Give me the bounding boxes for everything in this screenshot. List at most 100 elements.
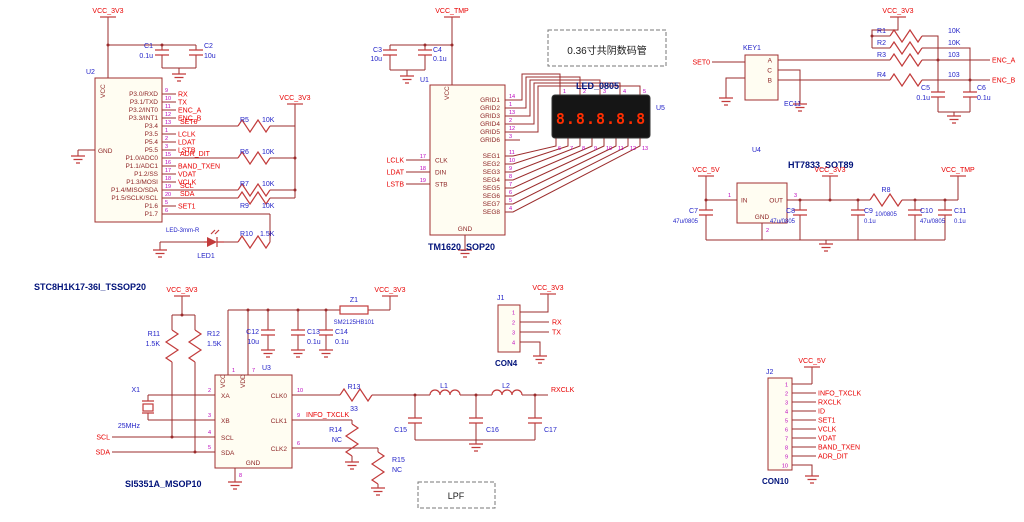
net-label-tx-j1[interactable]: TX: [552, 330, 561, 337]
net-label-tx[interactable]: TX: [178, 100, 187, 107]
lpf-annotation-box: [417, 481, 496, 509]
net-label-set1[interactable]: SET1: [178, 204, 196, 211]
power-flag-vcc3v3-si-b[interactable]: VCC_3V3: [374, 287, 405, 294]
power-flag-vcctmp[interactable]: VCC_TMP: [435, 8, 469, 15]
c12-designator: C12: [246, 329, 259, 336]
r12-value: 1.5K: [207, 341, 222, 348]
net-label-lclk[interactable]: LCLK: [178, 132, 196, 139]
r4-value: 103: [948, 72, 960, 79]
mcu-pin-number: 1: [165, 128, 168, 134]
r8-value: 10/0805: [875, 212, 897, 218]
j1-body[interactable]: [497, 304, 521, 353]
net-label-adr-dit-j2[interactable]: ADR_DIT: [818, 454, 849, 461]
tm1620-pin-number: 1: [509, 102, 512, 108]
net-label-set0-key[interactable]: SET0: [692, 60, 710, 67]
crystal-X1[interactable]: [142, 400, 154, 414]
net-label-sda-si[interactable]: SDA: [96, 450, 111, 457]
net-label-sda[interactable]: SDA: [180, 191, 195, 198]
r12-designator: R12: [207, 331, 220, 338]
net-label-id-j2[interactable]: ID: [818, 409, 825, 416]
net-label-ldat-tm[interactable]: LDAT: [387, 170, 405, 177]
tm1620-pin-number: 7: [509, 182, 512, 188]
net-label-rxclk[interactable]: RXCLK: [551, 387, 575, 394]
power-flag-vcc3v3-pullups[interactable]: VCC_3V3: [279, 95, 310, 102]
net-label-lstb[interactable]: LSTB: [178, 148, 196, 155]
net-label-enc-b[interactable]: ENC_B: [178, 116, 202, 123]
mcu-pin-number: 20: [165, 192, 171, 198]
r11-designator: R11: [148, 331, 160, 338]
encoder-key1-body[interactable]: [744, 54, 779, 101]
regulator-body[interactable]: [736, 182, 788, 224]
power-flag-vcctmp-reg[interactable]: VCC_TMP: [941, 167, 975, 174]
r7-value: 10K: [262, 181, 275, 188]
c6-value: 0.1u: [977, 95, 991, 102]
tm1620-pin-number: 9: [509, 166, 512, 172]
tm1620-pin-number: 3: [509, 134, 512, 140]
display-pin-number: 5: [643, 89, 646, 95]
net-label-enc-b-key[interactable]: ENC_B: [992, 78, 1016, 85]
j2-designator: J2: [766, 369, 774, 376]
power-flag-vcc3v3-key[interactable]: VCC_3V3: [882, 8, 913, 15]
tm1620-pin-number: 13: [509, 110, 515, 116]
c2-designator: C2: [204, 43, 213, 50]
net-label-set0[interactable]: SET0: [180, 119, 198, 126]
net-label-ldat[interactable]: LDAT: [178, 140, 196, 147]
power-flag-vcc5v[interactable]: VCC_5V: [692, 167, 720, 174]
net-label-info-txclk[interactable]: INFO_TXCLK: [306, 412, 350, 419]
net-label-info-txclk-j2[interactable]: INFO_TXCLK: [818, 391, 862, 398]
section-si5351: [112, 295, 548, 509]
net-label-enc-a[interactable]: ENC_A: [178, 108, 202, 115]
net-label-rx[interactable]: RX: [178, 92, 188, 99]
c5-value: 0.1u: [916, 95, 930, 102]
seven-segment-display[interactable]: [551, 94, 651, 139]
r6-designator: R6: [240, 149, 249, 156]
net-label-lclk-tm[interactable]: LCLK: [386, 158, 404, 165]
power-flag-vcc3v3-si-a[interactable]: VCC_3V3: [166, 287, 197, 294]
net-label-lstb-tm[interactable]: LSTB: [386, 182, 404, 189]
mcu-body[interactable]: [94, 77, 163, 223]
mcu-pin-name: P1.5/SCLK/SCL: [111, 195, 158, 202]
r15-value: NC: [392, 467, 402, 474]
section-encoder: [712, 16, 990, 124]
ferrite-bead-Z1[interactable]: [339, 305, 369, 315]
net-label-vclk-j2[interactable]: VCLK: [818, 427, 837, 434]
j1-pin-number: 3: [512, 331, 515, 337]
tm1620-body[interactable]: [429, 84, 506, 236]
mcu-pin-number: 18: [165, 176, 171, 182]
j2-pin-number: 2: [785, 392, 788, 398]
j2-body[interactable]: [767, 377, 793, 471]
net-label-rxclk-j2[interactable]: RXCLK: [818, 400, 842, 407]
power-flag-vcc3v3-j1[interactable]: VCC_3V3: [532, 285, 563, 292]
net-label-scl-si[interactable]: SCL: [96, 435, 110, 442]
j1-part-name: CON4: [495, 359, 518, 368]
power-flag-vcc5v-j2[interactable]: VCC_5V: [798, 358, 826, 365]
power-flag-vcc3v3-mcu[interactable]: VCC_3V3: [92, 8, 123, 15]
net-label-vdat[interactable]: VDAT: [178, 172, 197, 179]
display-digits: 8.8.8.8.8: [556, 110, 646, 128]
reg-part-name: HT7833_SOT89: [788, 160, 854, 170]
r1-value: 10K: [948, 28, 961, 35]
net-label-band-txen-j2[interactable]: BAND_TXEN: [818, 445, 860, 452]
net-label-adr-dit[interactable]: ADR_DIT: [180, 151, 211, 158]
net-label-vdat-j2[interactable]: VDAT: [818, 436, 837, 443]
net-label-vclk[interactable]: VCLK: [178, 180, 197, 187]
si5351-body[interactable]: [214, 374, 293, 469]
r1-designator: R1: [877, 28, 886, 35]
tm1620-pin-name: SEG7: [483, 201, 501, 208]
j2-pin-number: 1: [785, 383, 788, 389]
tm1620-pin-gnd: GND: [458, 226, 473, 233]
power-flag-vcc3v3-reg[interactable]: VCC_3V3: [814, 167, 845, 174]
si5351-pin-number: 8: [239, 473, 242, 479]
r3-designator: R3: [877, 52, 886, 59]
led-LED1[interactable]: [204, 229, 224, 247]
tm1620-pin-name: SEG6: [483, 193, 501, 200]
net-label-rx-j1[interactable]: RX: [552, 320, 562, 327]
display-pin-number: 9: [594, 146, 597, 152]
net-label-enc-a-key[interactable]: ENC_A: [992, 58, 1016, 65]
net-label-band-txen[interactable]: BAND_TXEN: [178, 164, 220, 171]
net-label-set1-j2[interactable]: SET1: [818, 418, 836, 425]
reg-pin-in: IN: [741, 198, 748, 205]
net-label-scl[interactable]: SCL: [180, 183, 194, 190]
